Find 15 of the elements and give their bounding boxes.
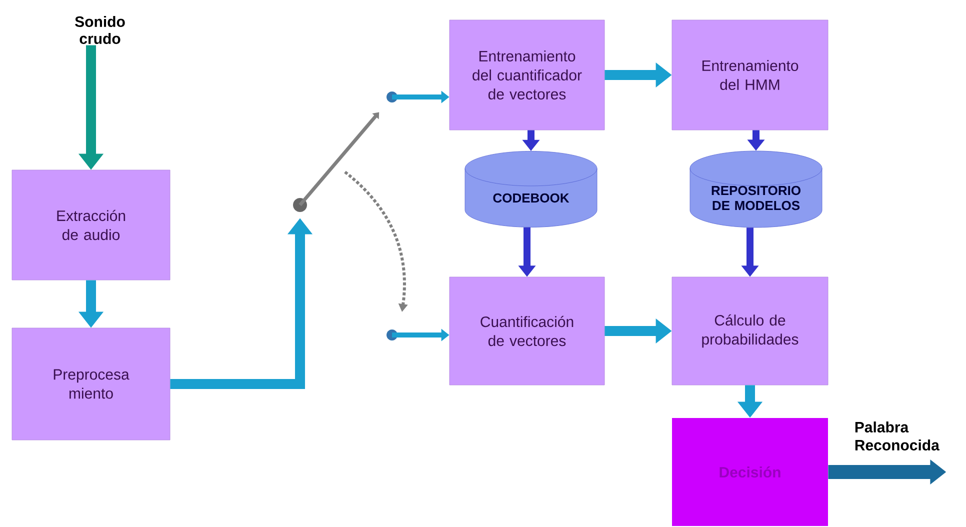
database-cylinder: CODEBOOK <box>464 151 598 228</box>
process-box: Entrenamiento del HMM <box>672 20 828 130</box>
process-box: Preprocesa miento <box>12 328 170 440</box>
input-terminal <box>386 330 398 340</box>
input-terminal <box>386 92 398 102</box>
process-box: Cálculo de probabilidades <box>672 276 828 386</box>
arrow <box>298 112 380 206</box>
process-box: Cuantificación de vectores <box>449 276 605 386</box>
process-box: Extracción de audio <box>12 170 170 280</box>
input-label: Sonido crudo <box>75 16 125 44</box>
process-box: Entrenamiento del cuantificador de vectores <box>449 20 605 130</box>
decision-box: Decisión <box>672 418 828 526</box>
switch-pivot <box>293 198 307 212</box>
edge-label: Palabra Reconocida <box>855 421 940 450</box>
database-cylinder: REPOSITORIO DE MODELOS <box>690 150 822 228</box>
